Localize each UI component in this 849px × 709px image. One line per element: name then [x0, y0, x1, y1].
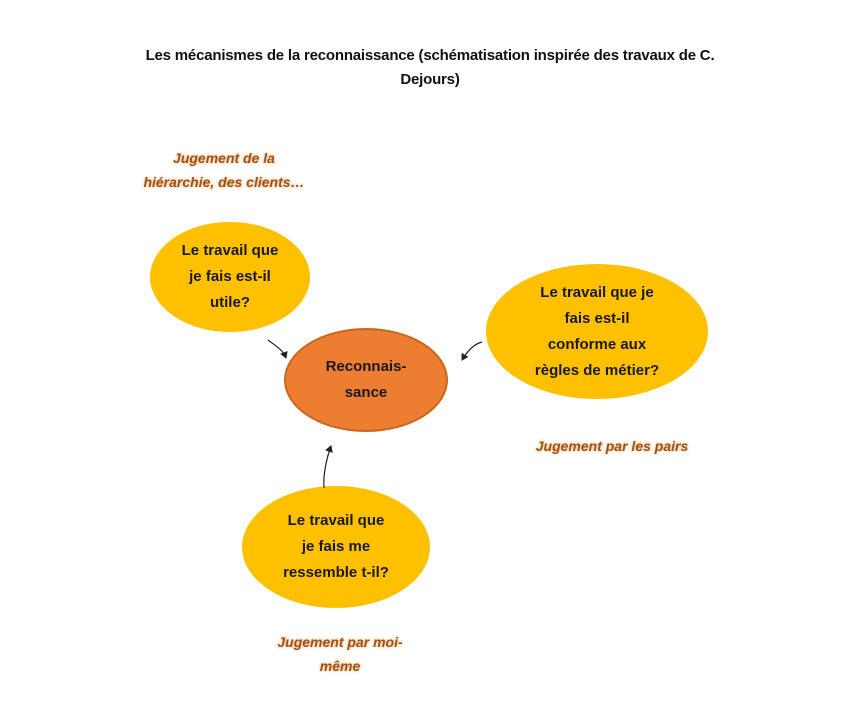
arrow-useful-to-recognition — [267, 339, 288, 359]
arrow-self-to-recognition — [323, 445, 333, 489]
node-recognition-label: Reconnais- sance — [325, 358, 407, 401]
caption-peer-judgement: Jugement par les pairs — [535, 438, 689, 454]
caption-self-judgement: Jugement par moi- même — [277, 634, 403, 674]
node-useful-work: Le travail que je fais est-il utile? — [150, 222, 310, 332]
node-useful-work-label: Le travail que je fais est-il utile? — [181, 242, 279, 311]
node-self-resemblance-label: Le travail que je fais me ressemble t-il… — [283, 512, 389, 581]
node-conform-work-label: Le travail que je fais est-il conforme a… — [534, 283, 660, 379]
node-self-resemblance: Le travail que je fais me ressemble t-il… — [242, 486, 430, 608]
arrow-conform-to-recognition — [461, 341, 483, 361]
diagram-title: Les mécanismes de la reconnaissance (sch… — [145, 47, 715, 88]
node-recognition: Reconnais- sance — [284, 328, 448, 432]
caption-hierarchy-judgement: Jugement de la hiérarchie, des clients… — [143, 150, 305, 190]
node-conform-work: Le travail que je fais est-il conforme a… — [486, 264, 708, 399]
